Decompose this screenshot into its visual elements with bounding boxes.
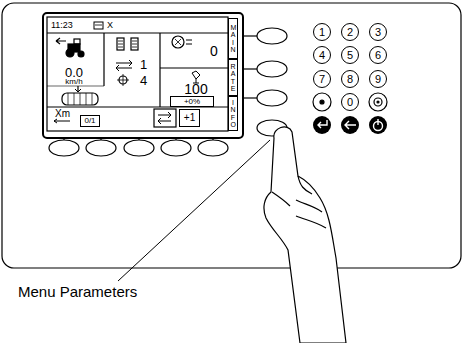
screen-text: +0% bbox=[184, 98, 200, 106]
leader-line bbox=[118, 140, 270, 281]
screen-tab: INFO bbox=[228, 96, 238, 131]
screen-text: km/h bbox=[65, 78, 82, 86]
screen-text: RATE bbox=[230, 63, 235, 92]
callout-label: Menu Parameters bbox=[18, 284, 137, 299]
screen-tab: RATE bbox=[228, 59, 238, 96]
keypad-key: 6 bbox=[369, 46, 387, 64]
soft-button bbox=[198, 140, 228, 156]
key-label: 5 bbox=[347, 50, 353, 61]
screen-box: 0/1 bbox=[80, 115, 100, 127]
hand bbox=[264, 127, 346, 343]
screen-text: INFO bbox=[230, 99, 235, 128]
keypad-key: 2 bbox=[341, 23, 359, 41]
keypad-key: 3 bbox=[369, 23, 387, 41]
screen-text: 11:23 bbox=[51, 21, 73, 30]
screen-box: +0% bbox=[170, 96, 214, 107]
soft-button bbox=[124, 140, 154, 156]
key-label: 4 bbox=[319, 50, 325, 61]
keypad-key: 0 bbox=[341, 93, 359, 111]
key-label: 7 bbox=[319, 74, 325, 85]
screen-box: +1 bbox=[179, 109, 200, 127]
key-label: 2 bbox=[347, 27, 353, 38]
screen-tab: MAIN bbox=[228, 18, 238, 59]
key-label: 9 bbox=[375, 74, 381, 85]
screen-text: 4 bbox=[140, 74, 147, 87]
soft-button bbox=[161, 140, 191, 156]
key-label: 6 bbox=[375, 50, 381, 61]
key-label: 1 bbox=[319, 27, 325, 38]
screen-text: 100 bbox=[184, 82, 207, 96]
keypad-key: 1 bbox=[313, 23, 331, 41]
soft-button bbox=[86, 140, 116, 156]
keypad-key: 9 bbox=[369, 70, 387, 88]
key-label: 3 bbox=[375, 27, 381, 38]
screen-text: Xm bbox=[55, 109, 70, 119]
console-panel bbox=[2, 3, 461, 268]
screen-area bbox=[47, 17, 228, 131]
screen-text: 0 bbox=[210, 44, 218, 58]
screen-text: X bbox=[107, 21, 113, 30]
screen-frame bbox=[43, 13, 243, 138]
side-button bbox=[257, 61, 287, 77]
screen-text: 0/1 bbox=[84, 117, 95, 125]
side-button bbox=[257, 90, 287, 106]
keypad-key: 5 bbox=[341, 46, 359, 64]
key-label: 8 bbox=[347, 74, 353, 85]
soft-button bbox=[49, 140, 79, 156]
key-label: 0 bbox=[347, 97, 353, 108]
keypad-key: 8 bbox=[341, 70, 359, 88]
keypad-key: 7 bbox=[313, 70, 331, 88]
screen-text: +1 bbox=[184, 113, 195, 123]
keypad-key: 4 bbox=[313, 46, 331, 64]
screen-text: MAIN bbox=[230, 24, 235, 53]
screen-text: 1 bbox=[140, 58, 147, 71]
side-button bbox=[257, 28, 287, 44]
